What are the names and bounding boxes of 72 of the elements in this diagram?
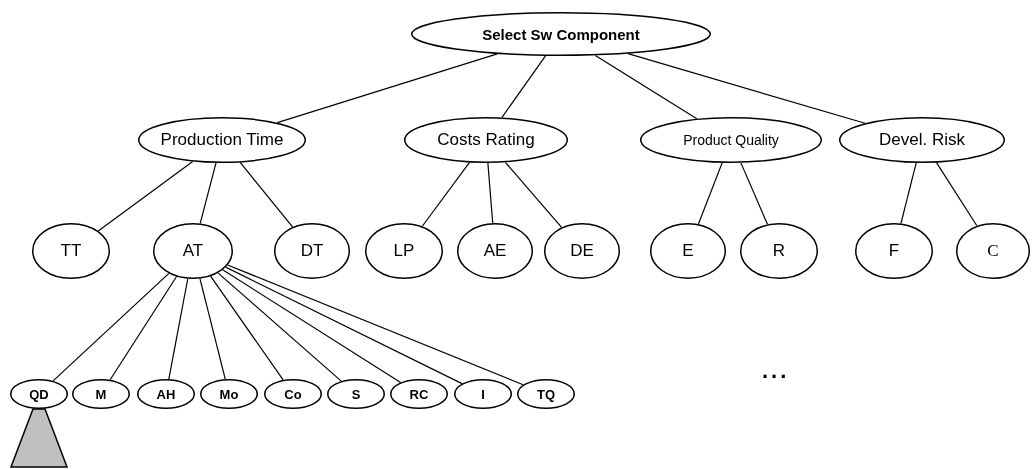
connector-line: [217, 272, 342, 382]
node-label: QD: [29, 386, 49, 402]
connector-line: [168, 278, 189, 380]
node-label: TT: [60, 241, 82, 261]
ellipse-node: [327, 379, 385, 409]
connector-line: [594, 54, 698, 120]
connector-line: [239, 161, 294, 228]
ellipse-node: [517, 379, 575, 409]
node-label: Mo: [219, 386, 239, 402]
ellipse-node: [32, 223, 110, 279]
ellipse-node: [457, 223, 533, 279]
connector-line: [504, 161, 563, 228]
ellipse-node: [72, 379, 130, 409]
node-label: AH: [156, 386, 176, 402]
node-label: C: [987, 241, 999, 261]
ellipse-node: [137, 379, 195, 409]
node-label: Product Quality: [683, 132, 779, 148]
ellipse-node: [264, 379, 322, 409]
ellipse-node: [200, 379, 258, 409]
ellipse-node: [153, 223, 233, 279]
connector-line: [421, 161, 470, 227]
node-label: AE: [483, 241, 507, 261]
ellipse-node: [640, 117, 822, 163]
node-label: Select Sw Component: [482, 25, 640, 43]
connector-line: [109, 275, 178, 381]
node-label: DE: [570, 241, 594, 261]
node-label: Costs Rating: [437, 130, 535, 150]
node-label: M: [95, 386, 107, 402]
ellipse-node: [956, 223, 1030, 279]
connector-line: [627, 53, 866, 124]
ellipse-node: [138, 117, 306, 163]
connector-line: [52, 272, 170, 382]
connector-line: [222, 269, 402, 383]
node-label: I: [481, 386, 485, 402]
node-label: LP: [393, 241, 415, 261]
connector-line: [697, 162, 723, 225]
ellipse-node: [855, 223, 933, 279]
ellipse-node: [740, 223, 818, 279]
ellipse-node: [404, 117, 568, 163]
connector-line: [487, 162, 494, 224]
connector-line: [199, 162, 217, 225]
node-label: DT: [300, 241, 324, 261]
connector-line: [199, 277, 226, 380]
connector-line: [276, 53, 498, 124]
node-label: RC: [409, 386, 429, 402]
connector-line: [501, 55, 547, 119]
connector-line: [935, 162, 978, 227]
connector-line: [210, 275, 284, 381]
ellipse-node: [650, 223, 726, 279]
node-label: Devel. Risk: [879, 130, 965, 150]
connector-line: [97, 160, 194, 232]
connector-line: [740, 162, 769, 225]
node-label: Production Time: [160, 130, 284, 150]
node-label: F: [888, 241, 900, 261]
node-label: Co: [284, 386, 302, 402]
ellipsis-text: ...: [762, 358, 790, 384]
ellipse-node: [454, 379, 512, 409]
ellipse-node: [544, 223, 620, 279]
connector-line: [225, 266, 463, 385]
node-label: E: [682, 241, 694, 261]
node-label: S: [351, 386, 361, 402]
node-label: TQ: [536, 386, 556, 402]
ellipse-node: [390, 379, 448, 409]
ellipse-node: [365, 223, 443, 279]
ellipse-node: [10, 379, 68, 409]
connector-line: [227, 264, 524, 386]
node-label: AT: [182, 241, 204, 261]
ellipse-node: [274, 223, 350, 279]
node-label: R: [772, 241, 786, 261]
ellipse-node: [839, 117, 1005, 163]
ellipse-node: [411, 12, 711, 56]
connector-line: [900, 162, 917, 225]
